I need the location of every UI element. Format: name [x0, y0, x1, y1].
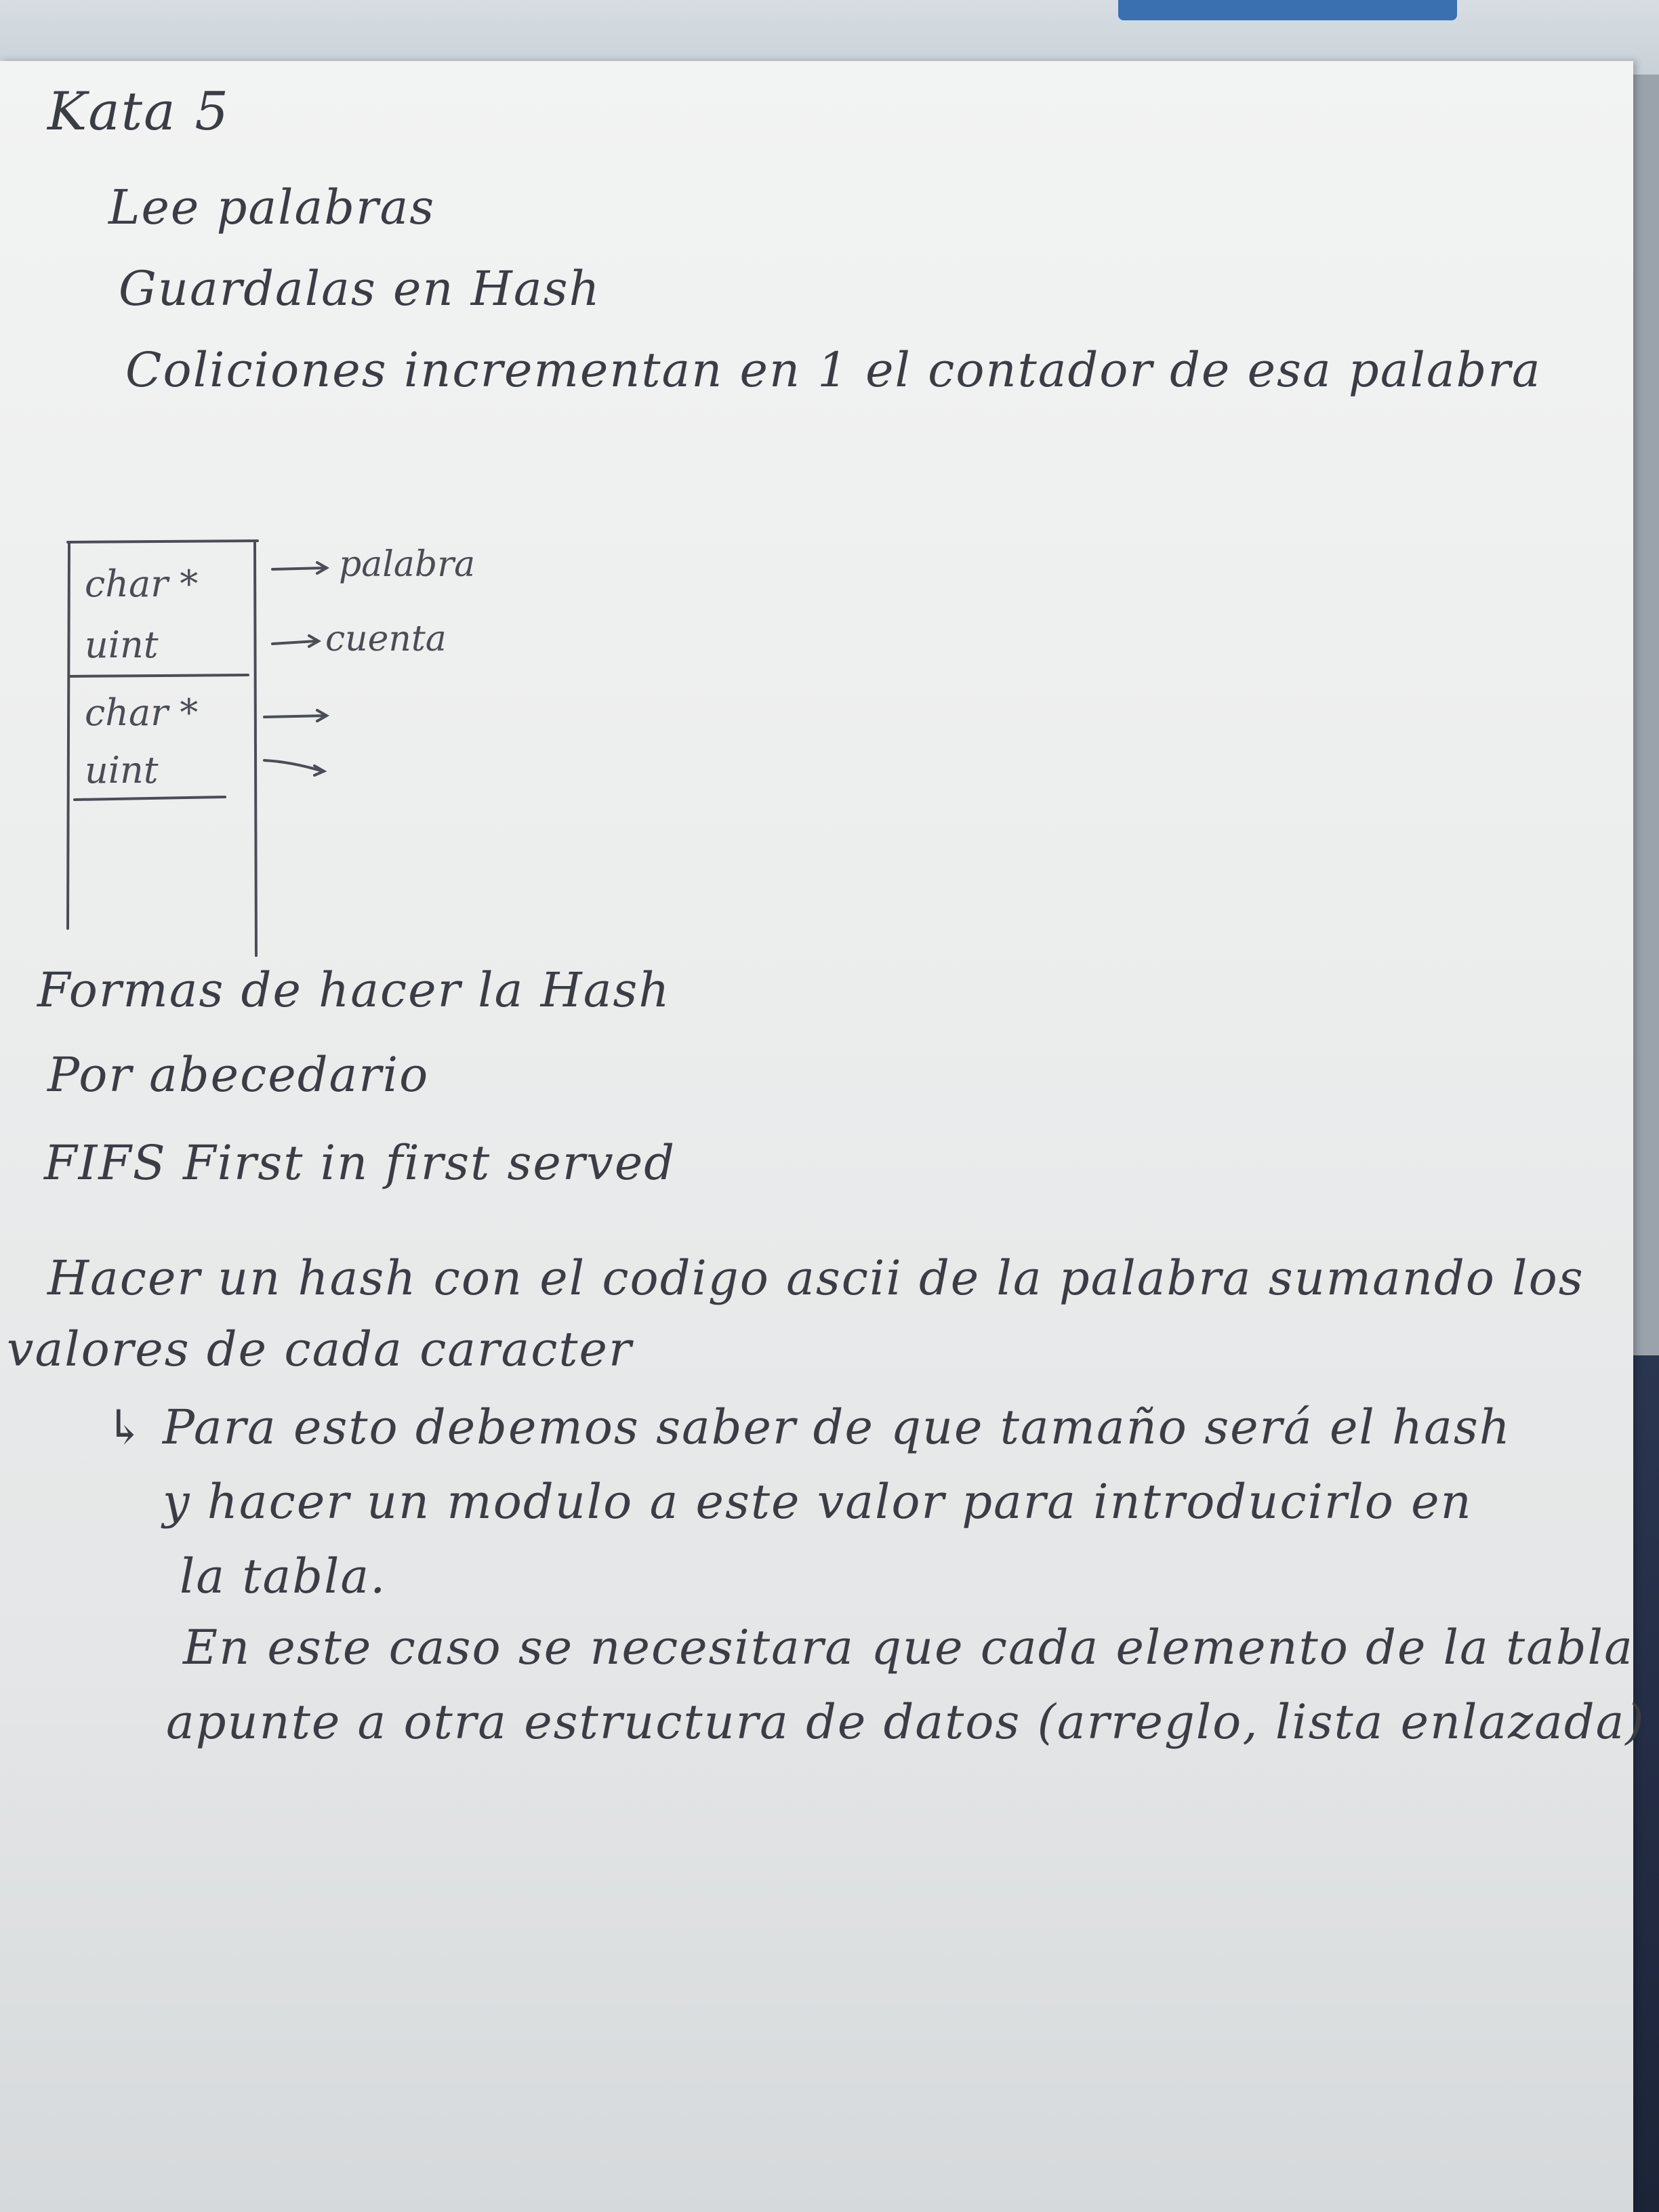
para1-line-1: Hacer un hash con el codigo ascii de la … — [47, 1250, 1584, 1306]
arrow-4 — [263, 759, 324, 773]
note-line-3: Coliciones incrementan en 1 el contador … — [125, 342, 1542, 398]
row3-type: char * — [85, 691, 198, 734]
para2-line-3: la tabla. — [180, 1549, 387, 1604]
para1-line-2: valores de cada caracter — [7, 1322, 633, 1377]
note-line-2: Guardalas en Hash — [119, 261, 601, 316]
table-right-border — [253, 541, 258, 957]
para2-line-2: y hacer un modulo a este valor para intr… — [163, 1474, 1473, 1530]
table-top-border — [66, 539, 259, 544]
arrow-cuenta — [271, 640, 317, 645]
arrow-head-3 — [316, 709, 330, 722]
table-left-border — [66, 541, 70, 930]
notebook-page: Kata 5 Lee palabras Guardalas en Hash Co… — [0, 61, 1644, 2212]
method-2: FIFS First in first served — [44, 1135, 676, 1191]
para3-line-2: apunte a otra estructura de datos (arreg… — [166, 1694, 1645, 1750]
arrow-head-4 — [313, 764, 327, 777]
row2-type: uint — [85, 623, 159, 666]
arrow-3 — [263, 714, 327, 718]
method-1: Por abecedario — [47, 1047, 430, 1103]
note-line-1: Lee palabras — [108, 180, 436, 235]
row1-label: palabra — [339, 544, 475, 585]
blue-folder-tab — [1118, 0, 1457, 20]
table-row-divider-2 — [73, 796, 226, 801]
row2-label: cuenta — [325, 619, 447, 659]
section-title: Formas de hacer la Hash — [37, 962, 671, 1018]
hash-table-diagram: char * uint char * uint palabra cuenta — [66, 539, 475, 957]
para2-line-1: ↳ Para esto debemos saber de que tamaño … — [105, 1399, 1511, 1455]
arrow-head-2 — [308, 634, 322, 648]
row4-type: uint — [85, 749, 159, 792]
arrow-head-1 — [316, 561, 330, 575]
para3-line-1: En este caso se necesitara que cada elem… — [183, 1620, 1634, 1675]
table-row-divider-1 — [68, 674, 249, 678]
row1-type: char * — [85, 562, 198, 605]
notes-title: Kata 5 — [47, 81, 230, 142]
arrow-palabra — [271, 567, 327, 571]
